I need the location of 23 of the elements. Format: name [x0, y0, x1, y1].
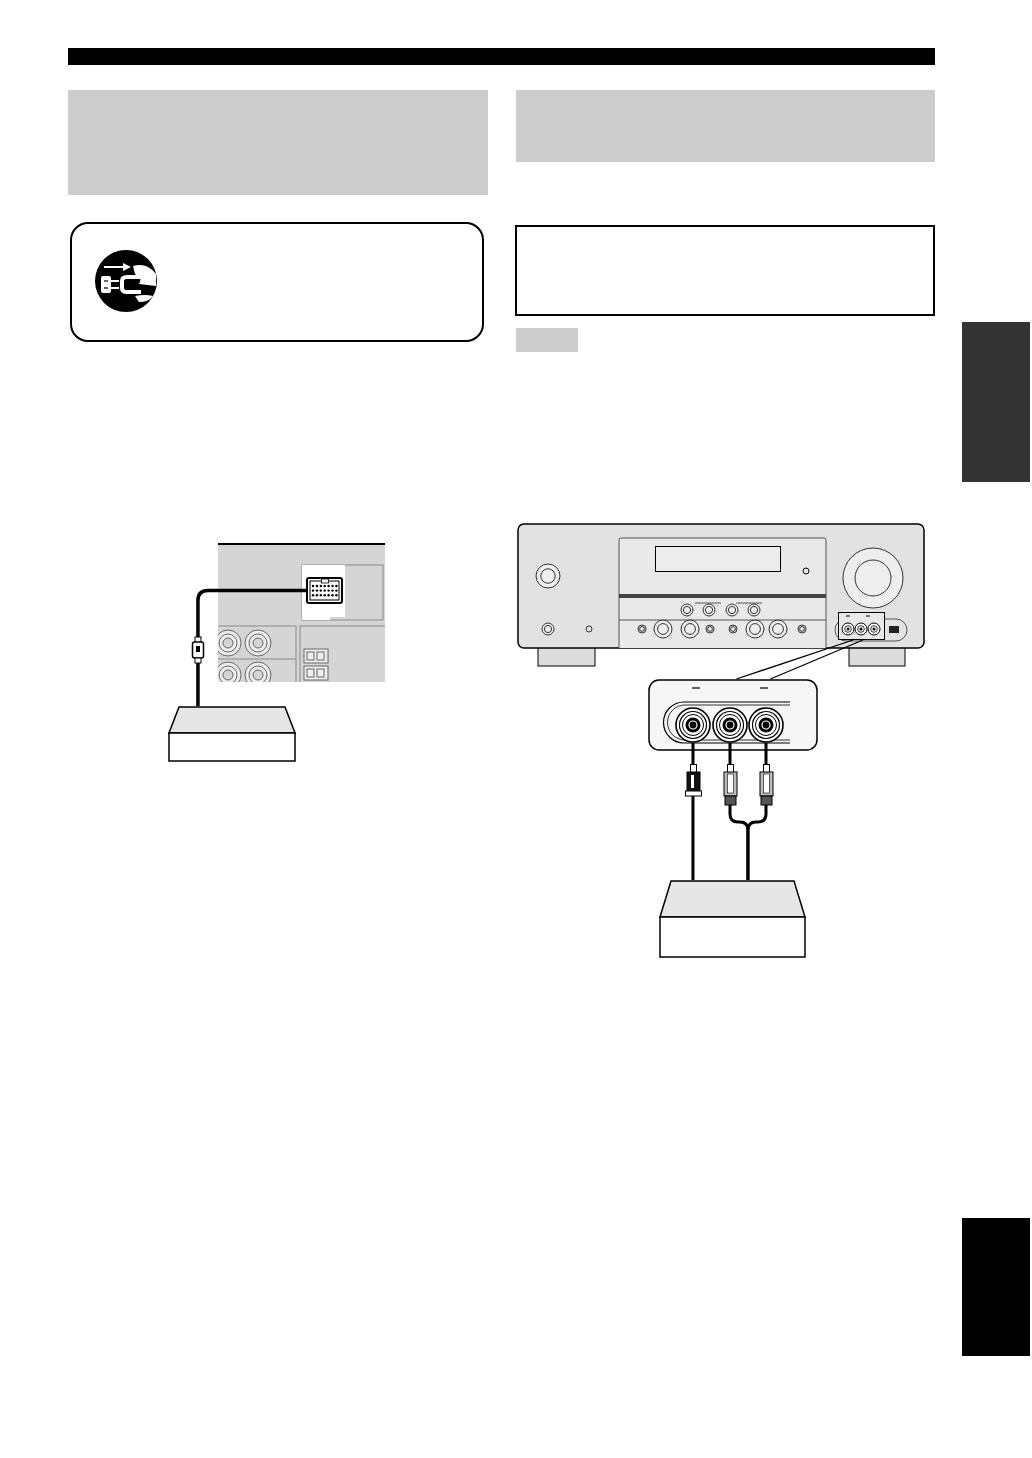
receiver-front-drawing: [517, 523, 925, 667]
cable: [196, 588, 306, 706]
cable: [691, 743, 695, 880]
notice-box: [70, 222, 484, 342]
display-window: [655, 546, 781, 572]
device-box: [659, 880, 806, 958]
side-tab: [962, 1218, 1030, 1356]
side-tab: [962, 322, 1030, 482]
jack-panel-inset: [648, 679, 818, 751]
heading-band: [516, 90, 935, 162]
leader-line: [735, 639, 854, 680]
note-tab: [516, 328, 578, 352]
rca-jack: [675, 707, 711, 743]
jack-section: [838, 612, 885, 640]
device-box: [168, 706, 296, 762]
cable: [746, 743, 768, 880]
note-box: [515, 225, 935, 316]
heading-band: [68, 90, 488, 195]
rca-jack: [748, 707, 784, 743]
leader-line: [769, 639, 864, 680]
rear-panel-drawing: [218, 543, 385, 682]
rca-jack: [712, 707, 748, 743]
multi-pin-port: [306, 577, 343, 604]
